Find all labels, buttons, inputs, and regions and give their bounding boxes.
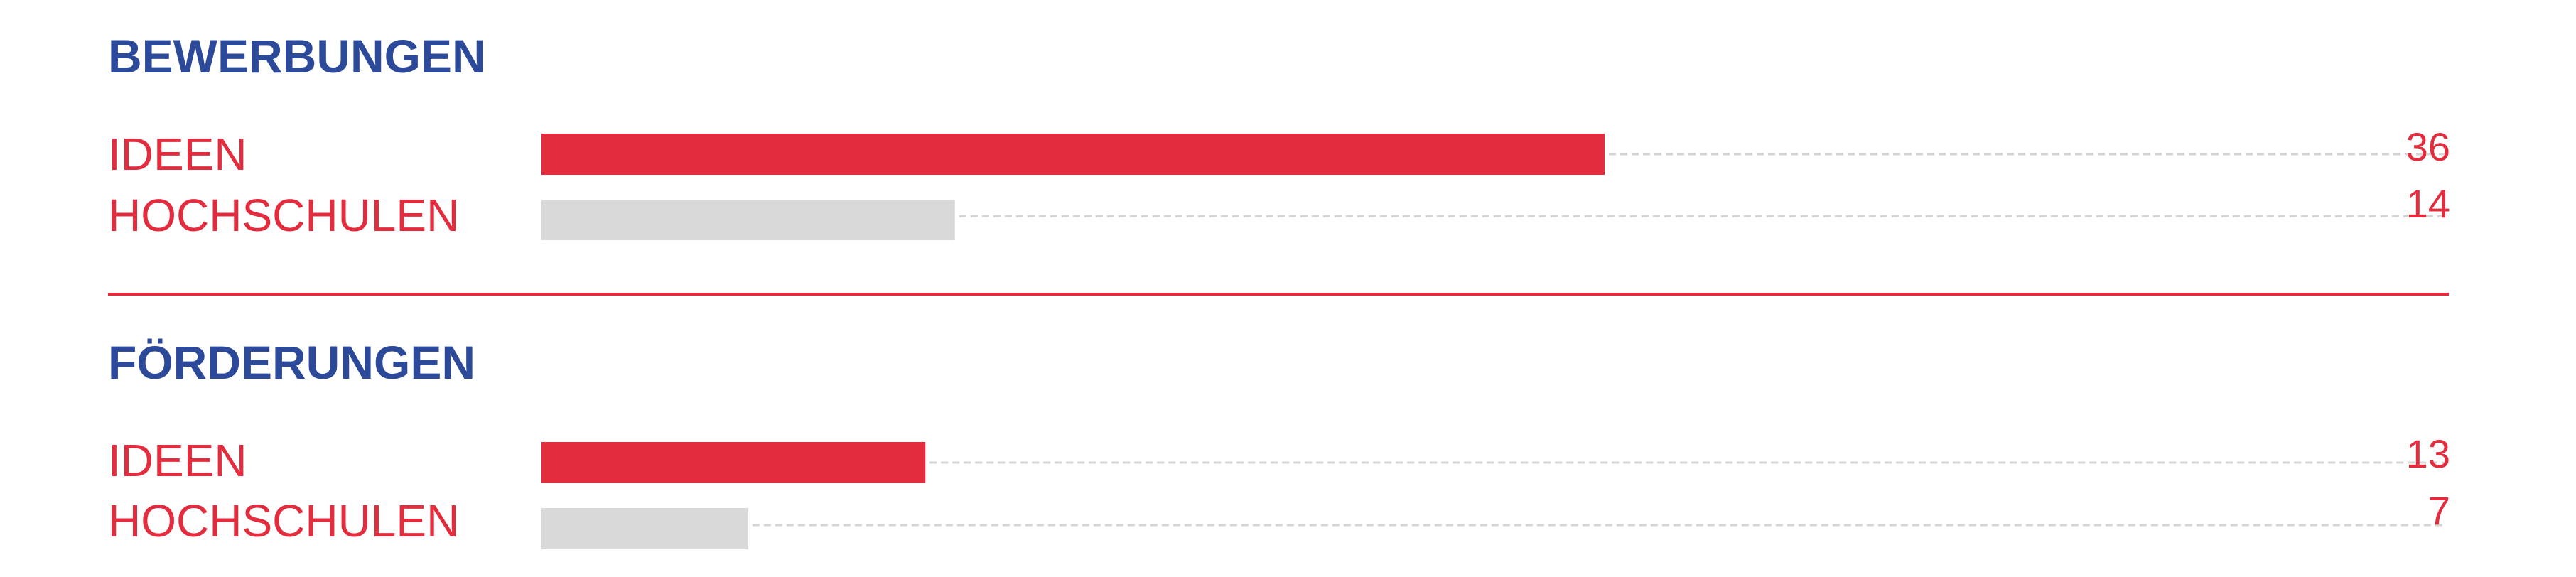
bar-ideas xyxy=(541,442,926,483)
row-label-universities: HOCHSCHULEN xyxy=(108,190,459,241)
value-label-universities: 14 xyxy=(2406,181,2450,226)
row-label-ideas: IDEEN xyxy=(108,435,247,486)
bar-universities xyxy=(541,200,955,240)
value-label-ideas: 36 xyxy=(2406,124,2450,169)
section-title-applications: BEWERBUNGEN xyxy=(108,30,486,82)
bar-ideas xyxy=(541,134,1605,175)
row-label-ideas: IDEEN xyxy=(108,129,247,180)
value-label-universities: 7 xyxy=(2428,488,2450,533)
section-title-funding: FÖRDERUNGEN xyxy=(108,336,475,389)
value-label-ideas: 13 xyxy=(2406,431,2450,476)
bar-universities xyxy=(541,508,748,549)
row-label-universities: HOCHSCHULEN xyxy=(108,495,459,546)
